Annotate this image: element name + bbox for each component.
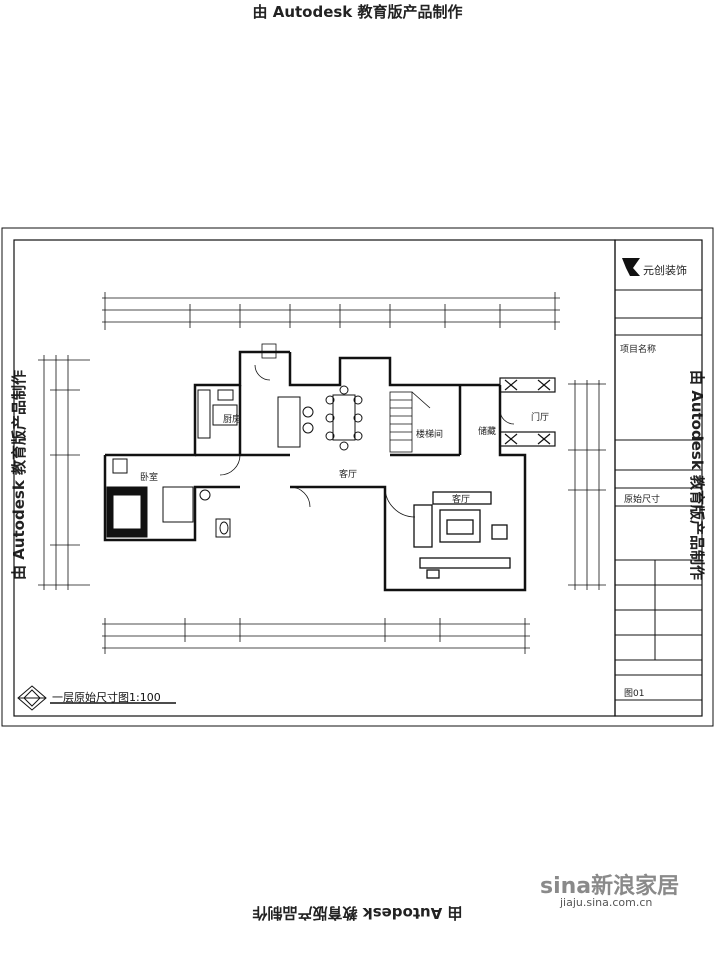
dimension-lines [38,292,606,654]
sheet-name: 原始尺寸 [624,495,661,505]
room-label-entry: 门厅 [531,413,550,423]
walls [103,350,527,592]
north-arrow-icon [17,685,176,711]
bed [106,458,194,538]
company-name: 元创装饰 [643,264,687,277]
sofa-set [413,491,511,579]
sheet-number: 图01 [624,689,645,699]
room-label-storage: 储藏 [478,427,497,437]
door-swings [219,364,515,518]
sina-logo: sina新浪家居 [540,868,679,900]
room-label-kitchen: 厨房 [223,415,242,425]
drawing-title: 一层原始尺寸图1:100 [52,691,161,704]
bathroom-fixtures [199,489,231,538]
kitchen-counter [197,389,238,439]
dining-table [277,385,363,451]
project-label: 项目名称 [620,345,657,355]
sina-logo-text: sina新浪家居 [540,874,680,899]
room-label-hall: 客厅 [452,495,471,505]
room-label-bedroom: 卧室 [140,473,159,483]
title-block [614,239,703,717]
staircase [261,343,431,453]
sina-url: jiaju.sina.com.cn [560,896,653,909]
room-label-living: 客厅 [339,470,358,480]
sheet-outer-border [1,227,714,727]
balcony [499,377,556,447]
room-label-stair: 楼梯间 [416,430,444,440]
company-logo-icon [622,258,640,276]
watermark-top: 由 Autodesk 教育版产品制作 [252,3,463,21]
